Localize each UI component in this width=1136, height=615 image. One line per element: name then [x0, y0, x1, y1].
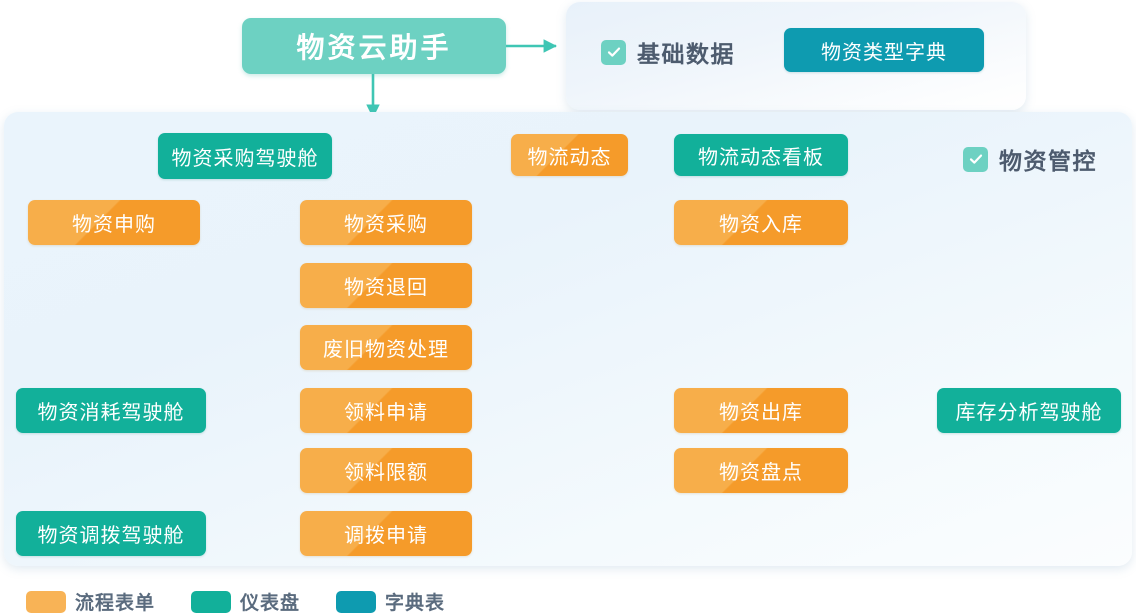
legend-label: 仪表盘	[240, 593, 301, 614]
node-label: 物资盘点	[719, 462, 803, 484]
node-label: 物资申购	[72, 214, 156, 236]
node-label: 物流动态	[527, 146, 612, 169]
node-label: 物资采购	[344, 214, 428, 236]
node-label: 领料申请	[344, 402, 428, 424]
node-material-stocktake[interactable]: 物资盘点	[674, 448, 848, 493]
node-picking-quota[interactable]: 领料限额	[300, 448, 472, 493]
node-transfer-cockpit[interactable]: 物资调拨驾驶舱	[16, 511, 206, 556]
node-label: 领料限额	[344, 462, 428, 484]
material-control-panel	[4, 112, 1132, 566]
legend-swatch-icon	[191, 590, 232, 613]
material-control-header: 物资管控	[963, 142, 1097, 176]
basic-data-label: 基础数据	[637, 41, 735, 67]
node-label: 库存分析驾驶舱	[955, 402, 1103, 424]
node-logistics-board[interactable]: 物流动态看板	[674, 134, 848, 176]
node-label: 物资类型字典	[821, 41, 947, 64]
legend-item-dashboard: 仪表盘	[191, 588, 300, 615]
node-label: 物资退回	[344, 277, 428, 299]
node-label: 物资调拨驾驶舱	[37, 525, 185, 547]
node-label: 调拨申请	[344, 525, 428, 547]
legend-swatch-icon	[26, 590, 66, 613]
node-label: 物资消耗驾驶舱	[37, 402, 185, 424]
node-transfer-request[interactable]: 调拨申请	[300, 511, 472, 556]
node-label: 物流动态看板	[698, 146, 824, 169]
legend: 流程表单 仪表盘 字典表	[26, 588, 471, 615]
node-title-assistant[interactable]: 物资云助手	[242, 18, 506, 74]
basic-data-header: 基础数据	[601, 35, 735, 69]
node-scrap-disposal[interactable]: 废旧物资处理	[300, 325, 472, 370]
node-label: 物资入库	[719, 214, 803, 236]
node-logistics-status[interactable]: 物流动态	[511, 134, 628, 176]
material-control-label: 物资管控	[999, 148, 1097, 174]
legend-item-form: 流程表单	[26, 588, 155, 615]
node-material-request[interactable]: 物资申购	[28, 200, 200, 245]
node-material-return[interactable]: 物资退回	[300, 263, 472, 308]
node-procurement-cockpit[interactable]: 物资采购驾驶舱	[158, 133, 332, 179]
legend-label: 流程表单	[75, 593, 156, 614]
legend-swatch-icon	[336, 590, 377, 613]
node-label: 物资出库	[719, 402, 803, 424]
node-material-procurement[interactable]: 物资采购	[300, 200, 472, 245]
legend-label: 字典表	[385, 593, 446, 614]
checkbox-checked-icon[interactable]	[963, 146, 988, 172]
checkbox-checked-icon[interactable]	[601, 39, 626, 65]
node-consumption-cockpit[interactable]: 物资消耗驾驶舱	[16, 388, 206, 433]
node-label: 物资采购驾驶舱	[171, 147, 319, 170]
node-material-type-dict[interactable]: 物资类型字典	[784, 28, 984, 72]
node-material-inbound[interactable]: 物资入库	[674, 200, 848, 245]
node-picking-request[interactable]: 领料申请	[300, 388, 472, 433]
node-label: 废旧物资处理	[323, 339, 449, 361]
node-inventory-analysis-cockpit[interactable]: 库存分析驾驶舱	[937, 388, 1121, 433]
node-material-outbound[interactable]: 物资出库	[674, 388, 848, 433]
legend-item-dictionary: 字典表	[336, 588, 445, 615]
node-label: 物资云助手	[296, 32, 452, 63]
